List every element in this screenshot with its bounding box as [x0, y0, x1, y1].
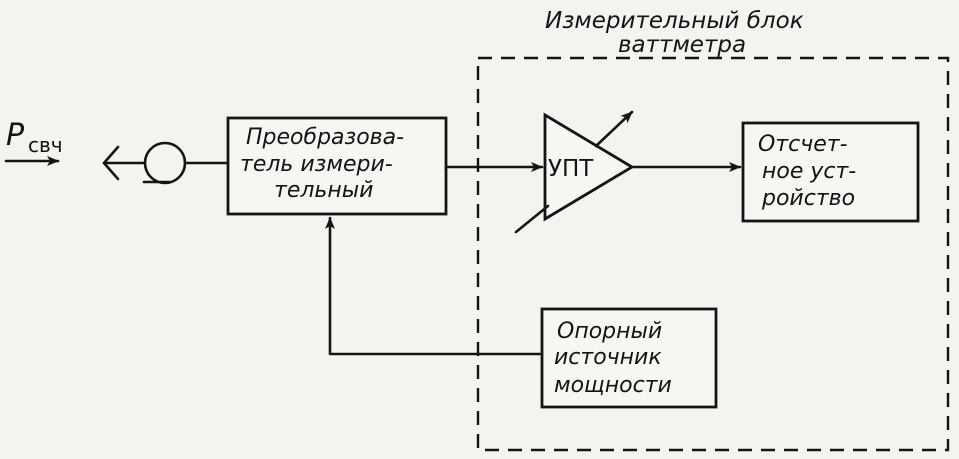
readout-label-line3: ройство [761, 186, 855, 211]
reference-label-line3: мощности [554, 373, 672, 398]
signal-label-main: P [6, 118, 25, 153]
reference-label-line2: источник [554, 345, 662, 370]
reference-label-line1: Опорный [557, 319, 662, 344]
converter-label-line2: тель измери- [240, 152, 393, 177]
amplifier-label: УПТ [548, 156, 594, 182]
measuring-unit-title-line1: Измерительный блок [545, 8, 804, 34]
readout-label-line1: Отсчет- [758, 132, 848, 157]
arrow-reference-to-converter [325, 216, 544, 356]
signal-label-sub: свч [28, 133, 63, 157]
connector-loop-icon [143, 141, 187, 185]
measuring-unit-title-line2: ваттметра [618, 32, 746, 58]
converter-block [226, 116, 448, 216]
measuring-unit-boundary [476, 56, 950, 452]
readout-label-line2: ное уст- [762, 159, 856, 184]
amplifier-adjust-lead [514, 204, 550, 234]
amplifier-adjust-arrow-icon [594, 110, 634, 148]
reference-source-block [540, 307, 718, 409]
readout-block [741, 121, 920, 223]
converter-label-line1: Преобразова- [246, 125, 404, 150]
converter-label-line3: тельный [274, 178, 373, 203]
amplifier-triangle [543, 112, 635, 222]
